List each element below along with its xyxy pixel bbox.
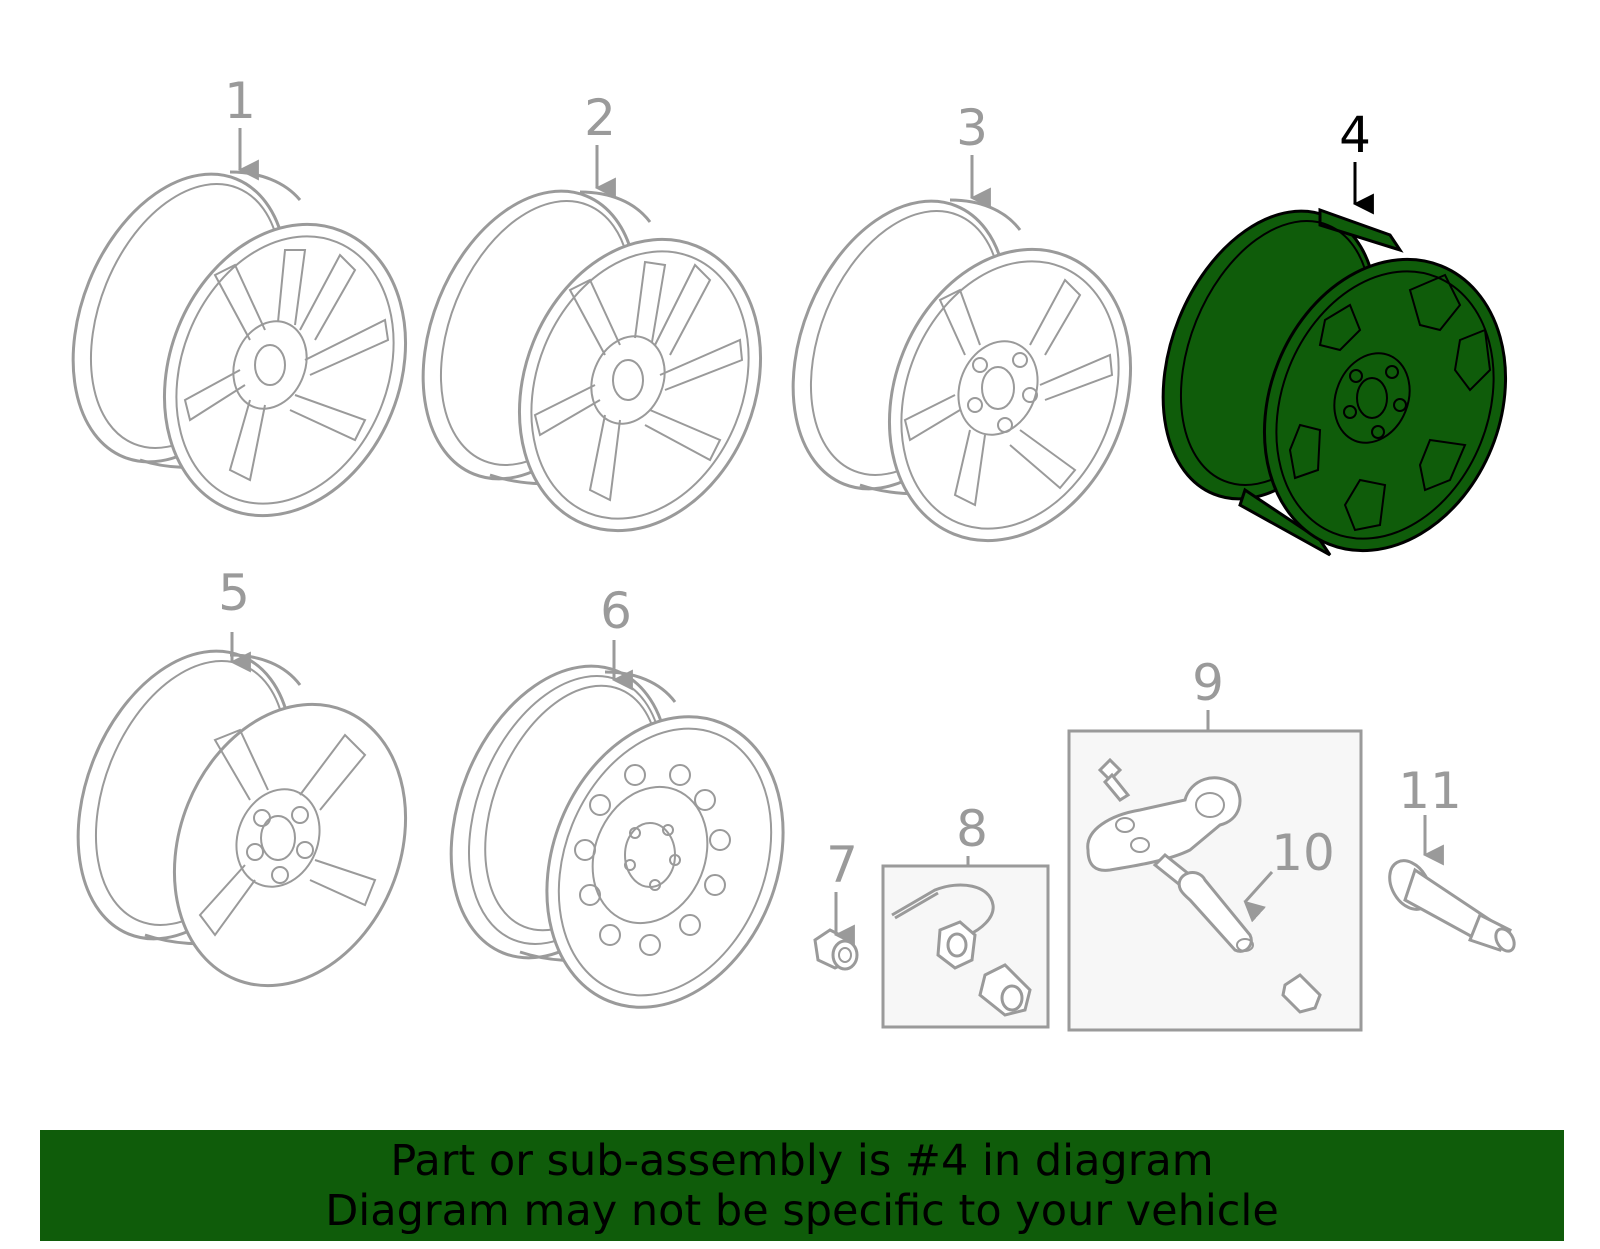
wheel-3 <box>791 198 1133 543</box>
kit-box-9 <box>1067 729 1363 1032</box>
callout-8: 8 <box>956 800 988 858</box>
callout-6: 6 <box>600 582 632 640</box>
callout-5: 5 <box>218 564 250 622</box>
callout-9: 9 <box>1192 654 1224 712</box>
wheel-1 <box>71 170 408 518</box>
callout-11: 11 <box>1398 762 1462 820</box>
banner-line-1: Part or sub-assembly is #4 in diagram <box>390 1135 1214 1186</box>
callout-3: 3 <box>956 99 988 157</box>
leader-lines <box>229 128 1444 946</box>
valve-stem-11 <box>1388 859 1516 953</box>
callout-4[interactable]: 4 <box>1339 106 1371 164</box>
info-banner: Part or sub-assembly is #4 in diagram Di… <box>40 1130 1564 1241</box>
wheel-6 <box>449 664 785 1009</box>
callout-10: 10 <box>1271 824 1335 882</box>
wheel-4-highlighted[interactable] <box>1123 179 1548 587</box>
wheel-5 <box>76 649 408 988</box>
callout-1: 1 <box>224 72 256 130</box>
wheel-2 <box>421 189 763 533</box>
kit-box-8 <box>881 864 1050 1029</box>
callout-7: 7 <box>826 836 858 894</box>
lug-nut-7 <box>813 928 859 971</box>
banner-line-2: Diagram may not be specific to your vehi… <box>325 1185 1279 1236</box>
callout-2: 2 <box>584 89 616 147</box>
